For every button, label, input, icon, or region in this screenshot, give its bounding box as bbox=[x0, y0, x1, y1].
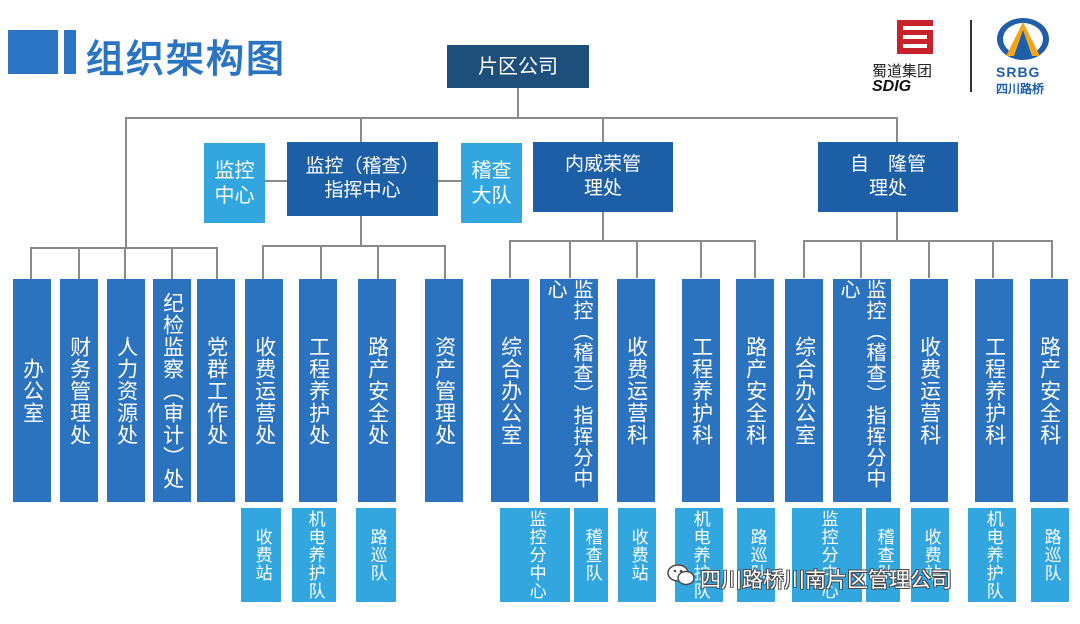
sdig-emblem-icon bbox=[897, 20, 933, 54]
zl-unit-mech-team: 机电养护队 bbox=[968, 508, 1016, 602]
dept-hr: 人力资源处 bbox=[107, 279, 145, 502]
logo-divider bbox=[970, 20, 972, 92]
watermark-text: 四川路桥川南片区管理公司 bbox=[700, 568, 952, 592]
zl-monitor: 监控（稽查）指挥分中心 bbox=[833, 279, 891, 502]
zl-unit-inspect: 稽查队 bbox=[866, 508, 900, 602]
nwr-unit-inspect: 稽查队 bbox=[574, 508, 608, 602]
dept-office: 办公室 bbox=[13, 279, 51, 502]
unit-mech-team: 机电养护队 bbox=[292, 508, 336, 602]
dept-discipline: 纪检监察（审计）处 bbox=[153, 279, 191, 502]
dept-assets: 资产管理处 bbox=[425, 279, 463, 502]
zl-maint: 工程养护科 bbox=[975, 279, 1013, 502]
header-bar-left bbox=[8, 30, 58, 74]
sdig-name-cn: 蜀道集团 bbox=[872, 62, 933, 80]
zilong-office: 自 隆管理处 bbox=[818, 142, 958, 212]
dept-toll-ops: 收费运营处 bbox=[245, 279, 283, 502]
zl-unit-monitor-sub: 监控分中心 bbox=[792, 508, 862, 602]
nwr-safety: 路产安全科 bbox=[736, 279, 774, 502]
inspect-brigade: 稽查大队 bbox=[461, 143, 522, 223]
unit-toll-station: 收费站 bbox=[241, 508, 281, 602]
srbg-emblem-icon bbox=[997, 18, 1049, 60]
root-company: 片区公司 bbox=[447, 45, 589, 88]
unit-patrol-team: 路巡队 bbox=[356, 508, 396, 602]
nwr-admin: 综合办公室 bbox=[491, 279, 529, 502]
nwr-unit-toll-station: 收费站 bbox=[618, 508, 656, 602]
nwr-monitor: 监控（稽查）指挥分中心 bbox=[540, 279, 598, 502]
nwr-toll: 收费运营科 bbox=[617, 279, 655, 502]
zl-unit-toll-station: 收费站 bbox=[911, 508, 949, 602]
srbg-name-en: SRBG bbox=[996, 64, 1041, 80]
command-center: 监控（稽查）指挥中心 bbox=[287, 142, 438, 216]
nwr-maint: 工程养护科 bbox=[682, 279, 720, 502]
dept-safety: 路产安全处 bbox=[358, 279, 396, 502]
wechat-icon bbox=[667, 564, 695, 586]
header-bar-right bbox=[64, 30, 76, 74]
dept-party: 党群工作处 bbox=[197, 279, 235, 502]
zl-safety: 路产安全科 bbox=[1030, 279, 1068, 502]
zl-toll: 收费运营科 bbox=[910, 279, 948, 502]
srbg-name-cn: 四川路桥 bbox=[996, 82, 1045, 96]
zl-unit-patrol: 路巡队 bbox=[1031, 508, 1069, 602]
zl-admin: 综合办公室 bbox=[785, 279, 823, 502]
page-title: 组织架构图 bbox=[86, 37, 287, 81]
monitor-center: 监控中心 bbox=[204, 143, 265, 223]
nwr-unit-patrol: 路巡队 bbox=[737, 508, 775, 602]
dept-maintenance: 工程养护处 bbox=[299, 279, 337, 502]
sdig-name-en: SDIG bbox=[872, 78, 912, 95]
dept-finance: 财务管理处 bbox=[60, 279, 98, 502]
nwr-unit-monitor-sub: 监控分中心 bbox=[500, 508, 570, 602]
neiweirong-office: 内威荣管理处 bbox=[533, 142, 673, 212]
